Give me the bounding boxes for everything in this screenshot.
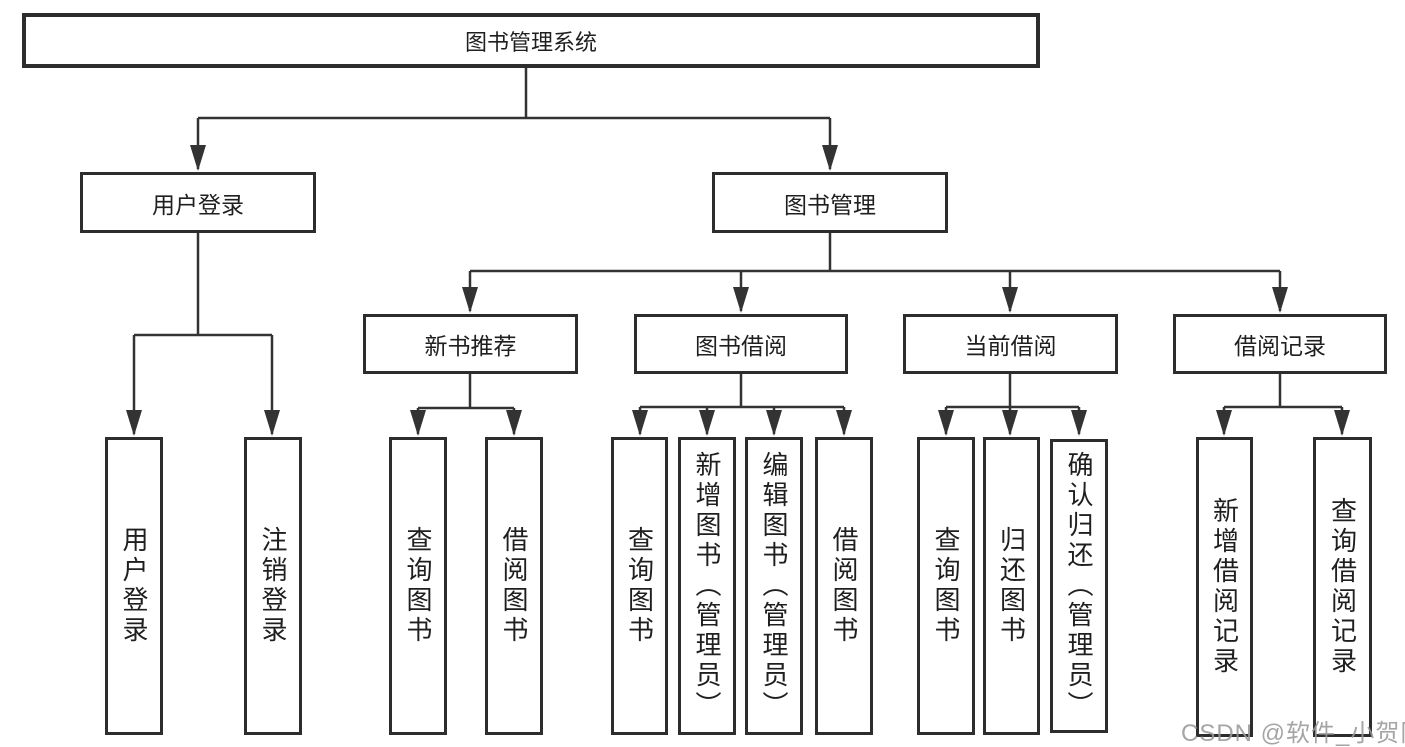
watermark: CSDN @软件_小贺同学 — [1181, 720, 1405, 747]
node-user-login: 用户登录 — [80, 172, 316, 233]
leaf-borrowing-borrow-books: 借阅图书 — [815, 437, 873, 735]
leaf-records-add-borrow-record: 新增借阅记录 — [1196, 437, 1253, 737]
leaf-current-confirm-return-admin: 确认归还（管理员） — [1050, 439, 1108, 733]
leaf-logout-login: 注销登录 — [244, 437, 302, 735]
node-book-management: 图书管理 — [712, 172, 948, 233]
leaf-borrowing-add-books-admin: 新增图书（管理员） — [678, 437, 736, 735]
leaf-current-return-books: 归还图书 — [983, 437, 1040, 735]
leaf-current-query-books: 查询图书 — [917, 437, 975, 735]
node-new-book-recommend: 新书推荐 — [363, 314, 578, 374]
node-book-borrowing: 图书借阅 — [634, 314, 848, 374]
node-current-borrowing: 当前借阅 — [903, 314, 1118, 374]
leaf-new-recommend-query-books: 查询图书 — [389, 437, 447, 735]
leaf-borrowing-query-books: 查询图书 — [611, 437, 668, 735]
leaf-new-recommend-borrow-books: 借阅图书 — [485, 437, 543, 735]
leaf-user-login: 用户登录 — [105, 437, 163, 735]
leaf-borrowing-edit-books-admin: 编辑图书（管理员） — [745, 437, 803, 735]
node-borrowing-records: 借阅记录 — [1173, 314, 1387, 374]
leaf-records-query-borrow-record: 查询借阅记录 — [1313, 437, 1372, 737]
root-node: 图书管理系统 — [22, 13, 1040, 68]
